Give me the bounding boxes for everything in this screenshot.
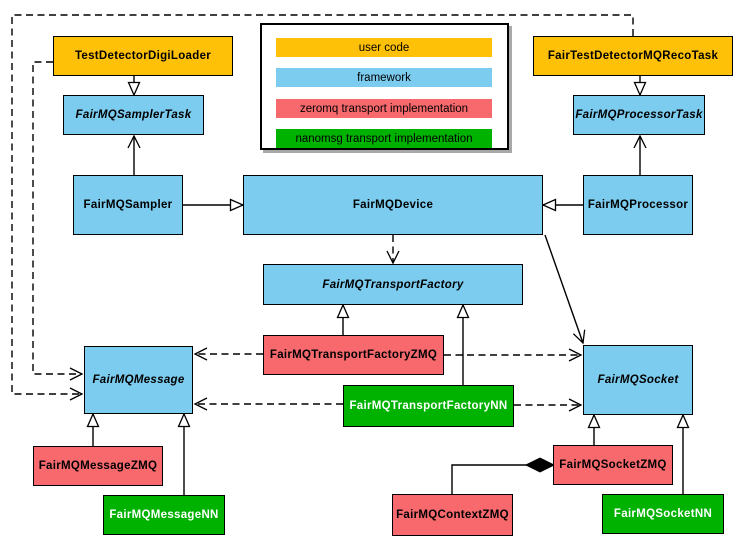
node-fairtestdetectormqrecotask: FairTestDetectorMQRecoTask — [533, 36, 733, 76]
node-fairmqtransportfactorynn: FairMQTransportFactoryNN — [343, 385, 514, 427]
node-fairmqsampler: FairMQSampler — [73, 175, 183, 235]
node-fairmqtransportfactory: FairMQTransportFactory — [263, 264, 523, 305]
edge-device-socket — [544, 234, 586, 345]
node-fairmqsocket: FairMQSocket — [583, 345, 693, 415]
node-fairmqmessage: FairMQMessage — [84, 346, 193, 414]
node-fairmqtransportfactoryzmq: FairMQTransportFactoryZMQ — [263, 335, 444, 375]
node-fairmqprocessortask: FairMQProcessorTask — [573, 95, 705, 135]
node-fairmqmessagenn: FairMQMessageNN — [103, 495, 225, 535]
node-fairmqcontextzmq: FairMQContextZMQ — [392, 494, 513, 536]
composition-diamond — [524, 457, 556, 473]
node-fairmqsamplertask: FairMQSamplerTask — [63, 95, 204, 135]
node-testdetectordigiloader: TestDetectorDigiLoader — [53, 36, 233, 76]
legend-item-framework: framework — [276, 68, 492, 87]
legend-item-user-code: user code — [276, 38, 492, 57]
edge-recotask-message — [11, 14, 634, 401]
legend-item-zeromq: zeromq transport implementation — [276, 99, 492, 118]
node-fairmqsocketzmq: FairMQSocketZMQ — [553, 445, 673, 485]
legend-item-nanomsg: nanomsg transport implementation — [276, 129, 492, 148]
node-fairmqsocketnn: FairMQSocketNN — [602, 494, 724, 534]
node-fairmqprocessor: FairMQProcessor — [583, 175, 693, 235]
node-fairmqdevice: FairMQDevice — [243, 175, 543, 235]
node-fairmqmessagezmq: FairMQMessageZMQ — [33, 446, 163, 486]
legend: user code framework zeromq transport imp… — [260, 23, 509, 150]
edge-digiloader-message — [32, 61, 84, 381]
edge-contextzmq-socketzmq — [451, 464, 527, 494]
